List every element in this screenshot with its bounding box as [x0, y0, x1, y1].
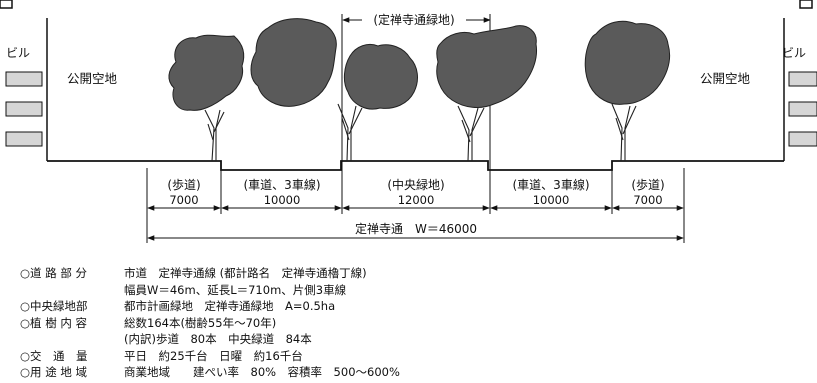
tree-trunk-3 [457, 105, 485, 162]
ground-profile [47, 160, 784, 171]
note-heading: ○中央緑地部 [20, 299, 88, 313]
section-width-5: 7000 [633, 193, 662, 207]
note-heading [20, 282, 124, 299]
tree-trunks [204, 103, 637, 162]
dimension-guides [146, 168, 685, 243]
note-row: ○中央緑地部 都市計画緑地 定禅寺通緑地 A=0.5ha [20, 298, 400, 315]
top-label-bg [362, 11, 466, 28]
tree-canopy-5 [584, 20, 671, 105]
note-heading: ○用 途 地 域 [20, 365, 88, 379]
right-building-label: ビル [782, 46, 806, 60]
tree-canopy-4 [436, 25, 537, 108]
tree-trunk-4 [611, 103, 637, 162]
section-name-5: (歩道) [631, 177, 664, 192]
note-row: ○道 路 部 分 市道 定禅寺通線 (都計路名 定禅寺通櫓丁線) [20, 265, 400, 282]
note-text: 幅員W＝46m、延長L＝710m、片側3車線 [124, 282, 347, 297]
note-text: (内訳)歩道 80本 中央緑道 84本 [124, 332, 312, 346]
corner-mark-right [799, 0, 813, 9]
tree-canopies [168, 18, 671, 111]
note-heading: ○交 通 量 [20, 348, 88, 363]
note-row: ○交 通 量 平日 約25千台 日曜 約16千台 [20, 348, 400, 365]
street-cross-section-diagram: ビル ビル 公開空地 公開空地 (定禅寺通緑地) [0, 0, 817, 243]
note-row: 幅員W＝46m、延長L＝710m、片側3車線 [20, 282, 400, 299]
note-row: (内訳)歩道 80本 中央緑道 84本 [20, 331, 400, 348]
section-name-1: (歩道) [167, 177, 200, 192]
tree-canopy-1 [168, 34, 245, 111]
section-width-1: 7000 [169, 193, 198, 207]
street-notes: ○道 路 部 分 市道 定禅寺通線 (都計路名 定禅寺通櫓丁線) 幅員W＝46m… [20, 265, 400, 381]
right-open-space-label: 公開空地 [700, 71, 751, 86]
tree-canopy-3 [343, 43, 418, 110]
note-text: 商業地域 建ぺい率 80% 容積率 500～600% [124, 365, 400, 379]
total-width-label: 定禅寺通 W＝46000 [355, 221, 477, 236]
tree-canopy-2 [250, 18, 337, 107]
section-width-3: 12000 [398, 193, 435, 207]
note-text: 市道 定禅寺通線 (都計路名 定禅寺通櫓丁線) [124, 266, 367, 280]
tree-trunk-1 [204, 109, 225, 162]
left-building-windows [5, 71, 43, 147]
left-building-label: ビル [6, 46, 30, 60]
note-row: ○植 樹 内 容 総数164本(樹齢55年～70年) [20, 315, 400, 332]
note-text: 都市計画緑地 定禅寺通緑地 A=0.5ha [124, 299, 336, 313]
tree-trunk-2 [337, 103, 363, 162]
note-heading: ○植 樹 内 容 [20, 315, 88, 330]
corner-mark-left [0, 0, 13, 9]
section-width-4: 10000 [533, 193, 570, 207]
note-text: 総数164本(樹齢55年～70年) [124, 315, 277, 330]
section-name-4: (車道、3車線) [513, 177, 590, 192]
left-open-space-label: 公開空地 [67, 71, 118, 86]
median-green-title: (定禅寺通緑地) [373, 12, 454, 27]
note-row: ○用 途 地 域 商業地域 建ぺい率 80% 容積率 500～600% [20, 364, 400, 381]
right-building-windows [788, 71, 817, 147]
section-name-2: (車道、3車線) [244, 177, 321, 192]
note-heading: ○道 路 部 分 [20, 266, 88, 280]
section-name-3: (中央緑地) [387, 177, 444, 192]
section-width-2: 10000 [264, 193, 301, 207]
note-heading [20, 331, 124, 348]
note-text: 平日 約25千台 日曜 約16千台 [124, 348, 303, 363]
